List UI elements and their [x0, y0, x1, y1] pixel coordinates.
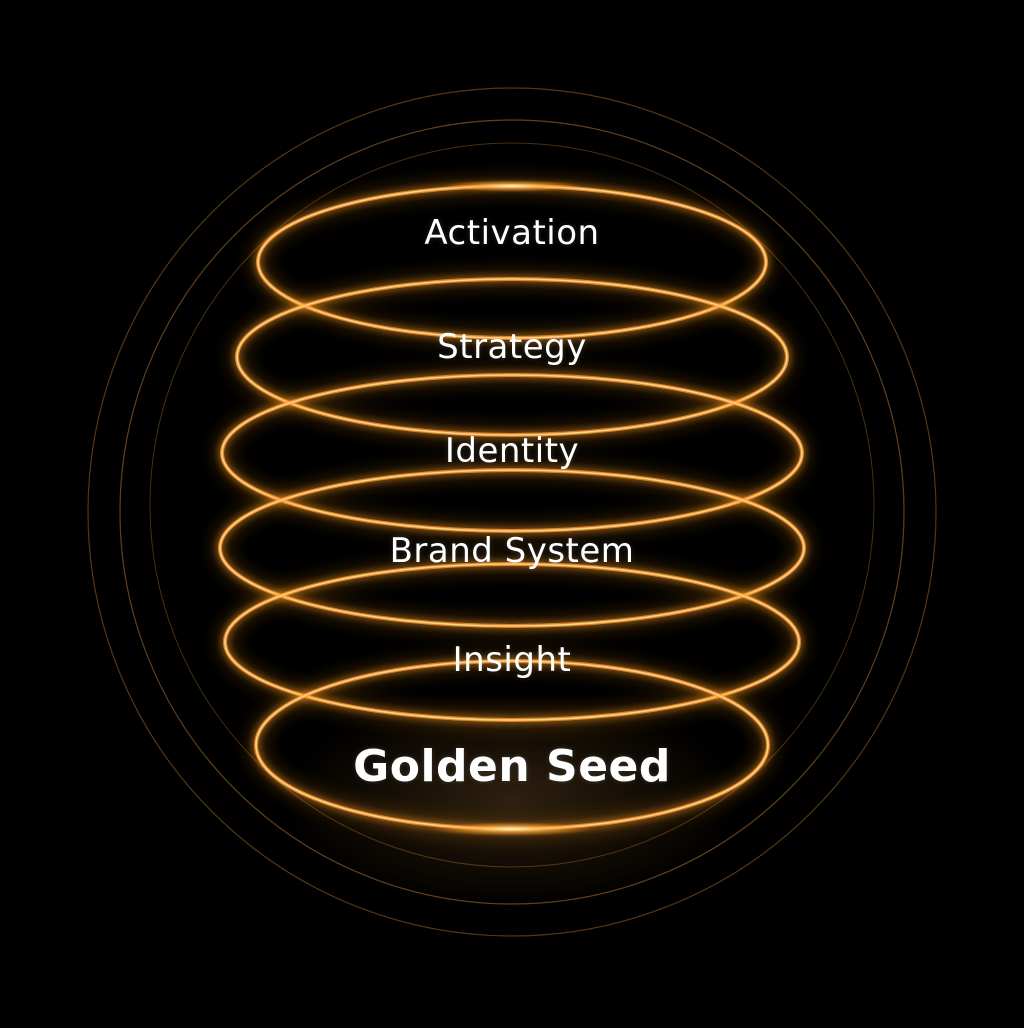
ring-2	[236, 278, 788, 436]
layer-label-golden-seed: Golden Seed	[353, 741, 671, 792]
layer-label-insight: Insight	[452, 640, 572, 680]
ring-3	[221, 374, 803, 532]
bottom-flare	[432, 822, 592, 836]
layer-label-identity: Identity	[444, 431, 580, 471]
seed-glow	[282, 690, 742, 910]
layer-label-activation: Activation	[424, 213, 600, 253]
ring-4	[219, 469, 805, 627]
ring-1-glow	[256, 184, 768, 340]
outer-circle	[87, 87, 937, 937]
ring-5	[224, 563, 800, 721]
layer-label-strategy: Strategy	[437, 327, 587, 367]
layer-label-brand-system: Brand System	[389, 531, 635, 571]
top-flare	[442, 180, 582, 192]
